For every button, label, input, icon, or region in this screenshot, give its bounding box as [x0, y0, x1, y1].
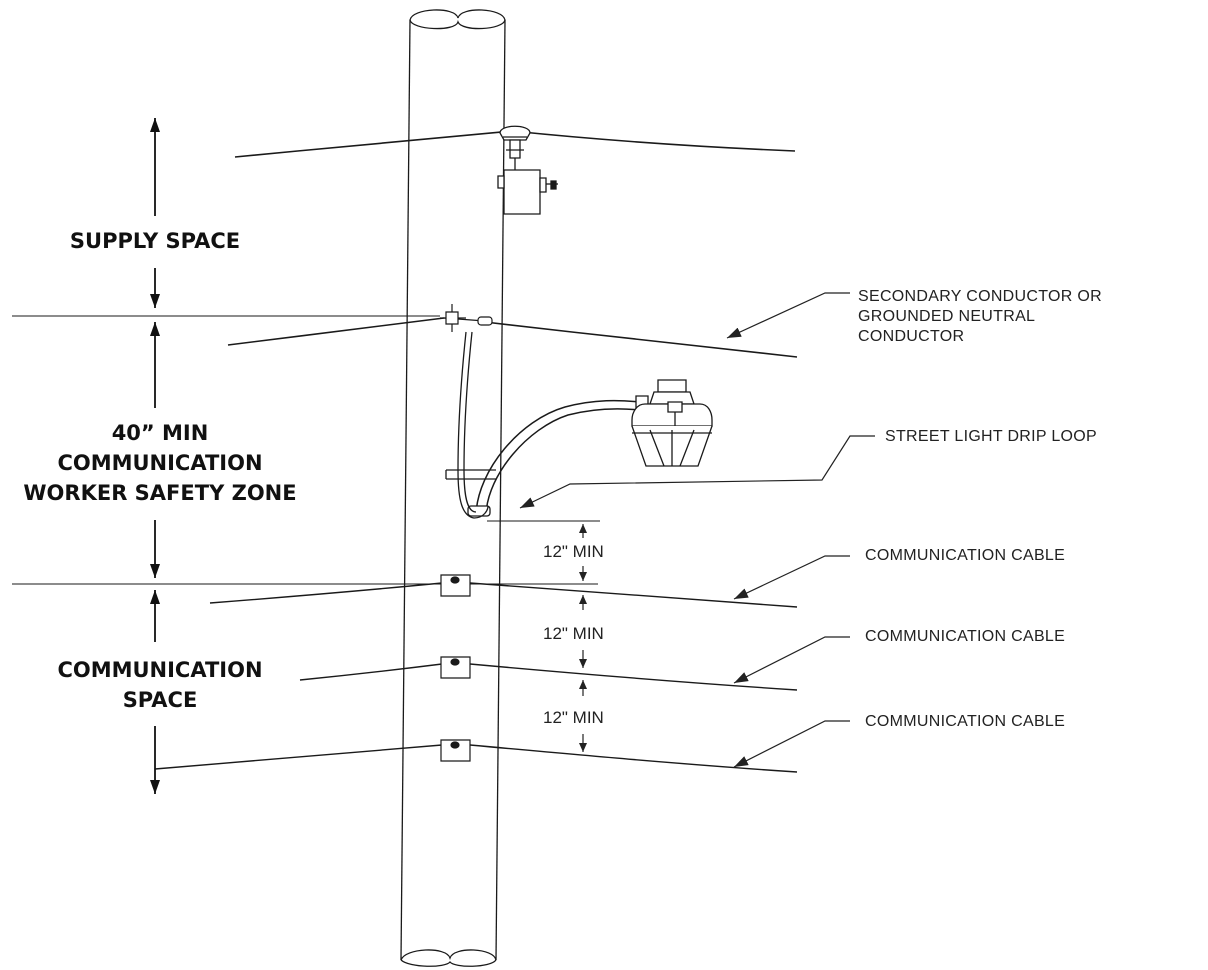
safety-zone-min-text: 40” MIN: [111, 421, 209, 445]
insulator-icon: [498, 126, 558, 214]
comm-space-line1: COMMUNICATION: [57, 658, 263, 682]
safety-zone-comm-text: COMMUNICATION: [57, 451, 263, 475]
cable-clamp-3: [441, 740, 470, 761]
clearance-label-1: 12" MIN: [543, 542, 604, 561]
cable-clamp-1: [441, 575, 470, 596]
drip-loop-wire: [458, 332, 488, 518]
communication-cables: [155, 583, 797, 772]
cable-clamps: [441, 575, 470, 761]
comm-space-line2: SPACE: [122, 688, 198, 712]
secondary-callout-line2: GROUNDED NEUTRAL: [858, 308, 1036, 325]
supply-space-text: SUPPLY SPACE: [69, 229, 241, 253]
comm-cable-callout-3: COMMUNICATION CABLE: [865, 713, 1066, 730]
secondary-conductor-callout: SECONDARY CONDUCTOR OR GROUNDED NEUTRAL …: [858, 287, 1102, 347]
clearance-label-3: 12" MIN: [543, 708, 604, 727]
callout-leaders: [520, 293, 875, 767]
secondary-clamp-icon: [440, 304, 492, 332]
clearance-label-2: 12" MIN: [543, 624, 604, 643]
comm-cable-callout-1: COMMUNICATION CABLE: [865, 547, 1066, 564]
worker-safety-zone-label: 40” MIN COMMUNICATION WORKER SAFETY ZONE: [0, 418, 320, 508]
primary-conductor: [235, 131, 795, 157]
secondary-callout-line1: SECONDARY CONDUCTOR OR: [858, 288, 1102, 305]
secondary-conductor: [228, 318, 797, 357]
cable-clamp-2: [441, 657, 470, 678]
reference-lines: [12, 316, 600, 584]
street-light-icon: [446, 380, 712, 516]
communication-space-label: COMMUNICATION SPACE: [40, 655, 280, 715]
supply-space-label: SUPPLY SPACE: [40, 226, 270, 256]
safety-zone-worker-text: WORKER SAFETY ZONE: [23, 481, 297, 505]
utility-pole: [401, 10, 505, 966]
comm-cable-callout-2: COMMUNICATION CABLE: [865, 628, 1066, 645]
drip-loop-callout: STREET LIGHT DRIP LOOP: [885, 428, 1097, 445]
secondary-callout-line3: CONDUCTOR: [858, 328, 965, 345]
